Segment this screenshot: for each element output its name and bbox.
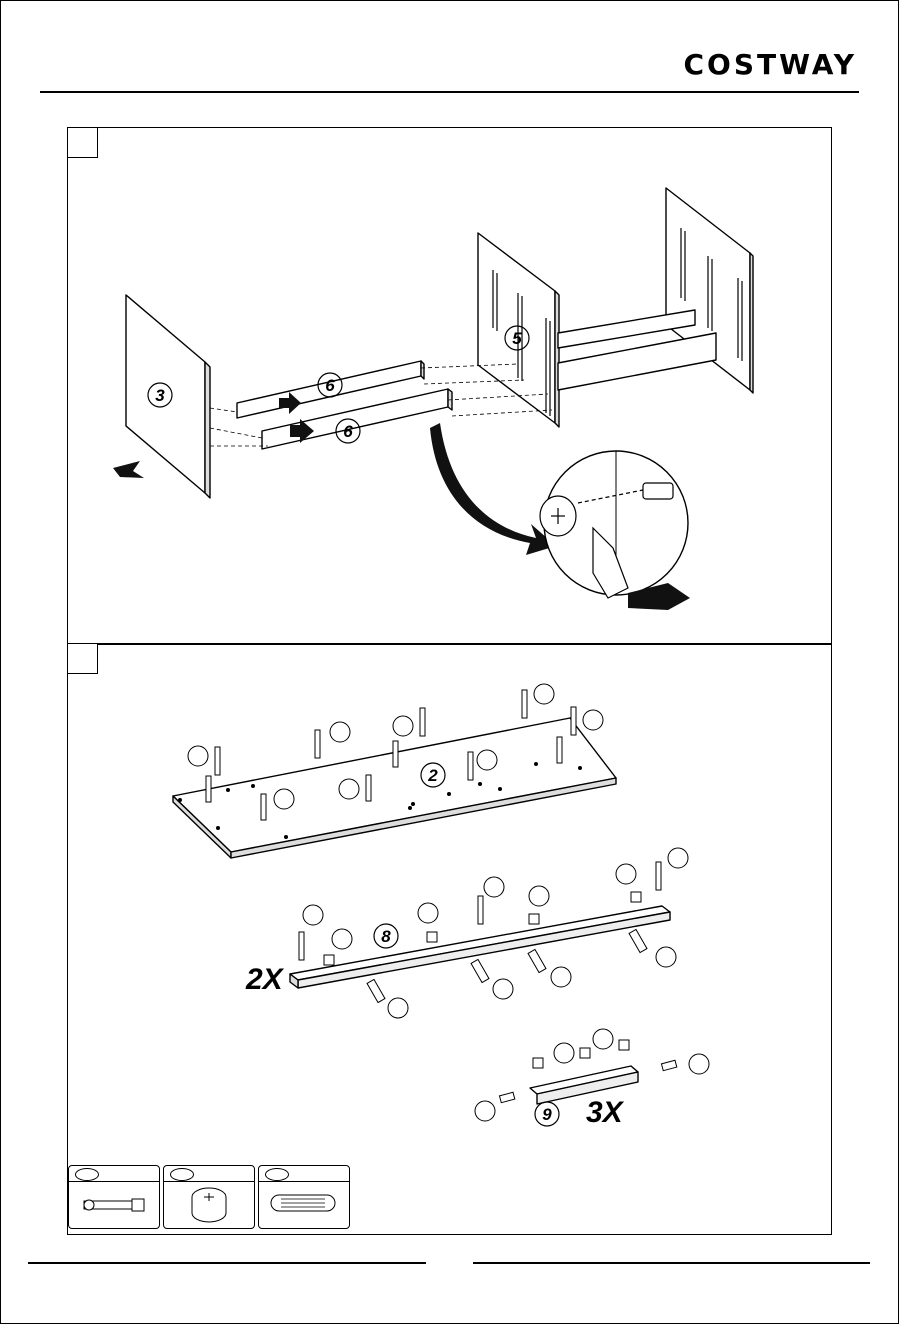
part-card-cam-bolt <box>68 1165 160 1229</box>
wooden-dowel-icon <box>259 1181 349 1228</box>
step-bottom-illustration: 2 <box>68 644 831 1234</box>
panel-label-3: 3 <box>155 386 165 405</box>
footer-rule-right <box>473 1262 870 1264</box>
brand-logo: COSTWAY <box>683 48 857 81</box>
panel-label-6b: 6 <box>343 422 353 441</box>
panel-label-6a: 6 <box>325 376 335 395</box>
cam-bolt-icon <box>69 1181 159 1228</box>
step-top-illustration: 3 6 6 5 <box>68 128 831 644</box>
panel-label-9: 9 <box>542 1105 552 1124</box>
panel-label-8: 8 <box>381 927 391 946</box>
panel-5-face <box>478 233 555 423</box>
quantity-label-3x: 3X <box>586 1096 625 1129</box>
part-card-dowel <box>258 1165 350 1229</box>
footer-rule-left <box>28 1262 426 1264</box>
part-card-cam-lock <box>163 1165 255 1229</box>
cam-lock-icon <box>164 1181 254 1228</box>
board-2-face <box>173 718 616 852</box>
header-rule <box>40 91 859 93</box>
panel-label-5: 5 <box>512 329 522 348</box>
panel-label-2: 2 <box>427 766 438 785</box>
assembly-step-panel-top: 3 6 6 5 <box>67 127 832 645</box>
quantity-label-2x: 2X <box>245 963 285 996</box>
assembly-step-panel-bottom: 2 <box>67 643 832 1235</box>
push-arrow-icon <box>113 461 144 478</box>
